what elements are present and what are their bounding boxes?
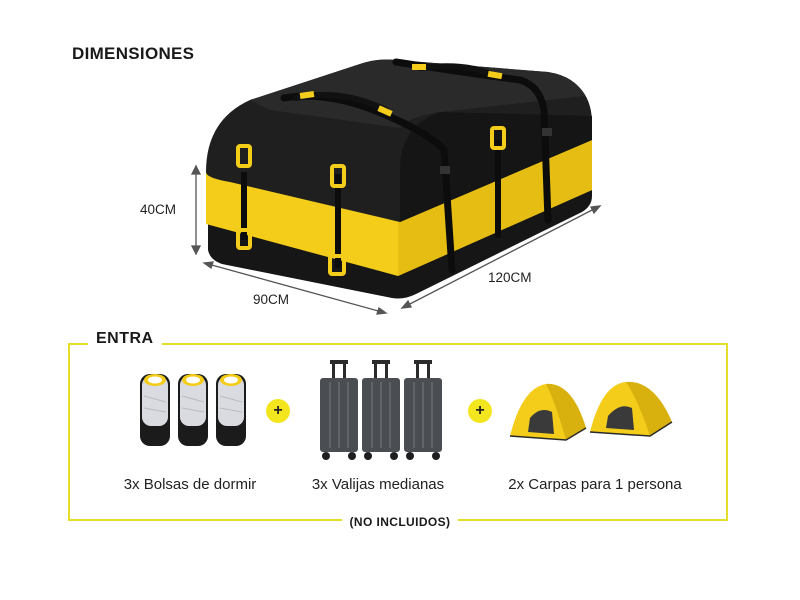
height-label: 40CM [140,202,177,217]
footer-note-text: (NO INCLUIDOS) [341,515,459,529]
item-caption-suitcases: 3x Valijas medianas [311,476,445,493]
tent-icon [509,381,673,441]
length-arrow [400,205,602,309]
item-caption-sleeping-bags: 3x Bolsas de dormir [123,476,257,493]
bag-loops [236,126,506,276]
item-caption-tents: 2x Carpas para 1 persona [508,476,682,493]
suitcase-icon [320,360,442,460]
footer-note: (NO INCLUIDOS) [0,513,800,531]
roof-bag-illustration [190,58,602,315]
page-title: DIMENSIONES [72,44,195,63]
sleeping-bag-icon [140,374,246,446]
width-arrow [202,261,388,315]
bag-yellow-band [206,140,592,276]
height-arrow [190,164,202,256]
width-label: 90CM [253,292,290,307]
section-label: ENTRA [88,330,162,348]
plus-icon: + [266,399,290,423]
length-label: 120CM [488,270,532,285]
plus-icon: + [468,399,492,423]
